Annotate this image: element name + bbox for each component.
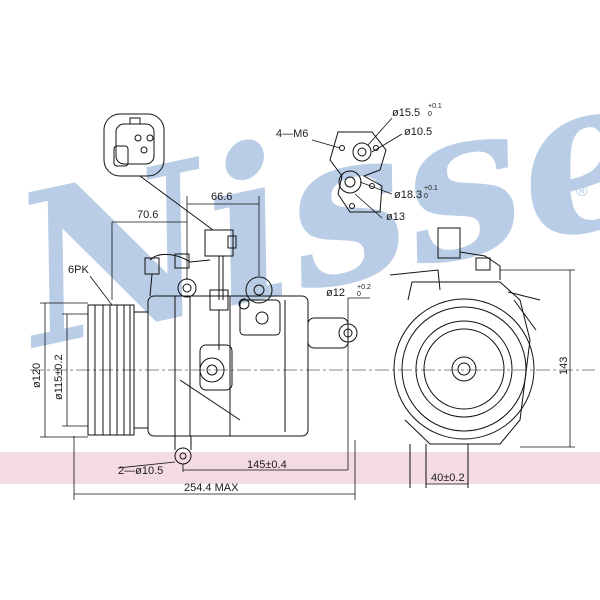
label-d15-5: ø15.5	[392, 107, 420, 119]
label-d12-tol: +0.2	[357, 284, 371, 291]
label-6pk: 6PK	[68, 264, 89, 276]
pulley	[87, 304, 149, 436]
label-143: 143	[558, 357, 570, 375]
label-4m6: 4—M6	[276, 128, 308, 140]
label-70-6: 70.6	[137, 209, 158, 221]
label-d115: ø115±0.2	[53, 354, 65, 400]
watermark-text: Nissens	[0, 0, 600, 397]
pink-band	[0, 452, 600, 484]
label-mount-holes: 2—ø10.5	[118, 465, 163, 477]
label-d18-3-tol: +0.1	[424, 185, 438, 192]
label-d18-3: ø18.3	[394, 189, 422, 201]
label-d10-5: ø10.5	[404, 126, 432, 138]
label-d12: ø12	[326, 287, 345, 299]
electrical-connector	[144, 229, 237, 350]
label-d15-5-tol0: 0	[428, 111, 432, 118]
dimension-lines-left	[40, 196, 370, 500]
connector-plug-detail	[103, 113, 214, 231]
label-d15-5-tol: +0.1	[428, 103, 442, 110]
label-d12-tol0: 0	[357, 291, 361, 298]
label-d18-3-tol0: 0	[424, 193, 428, 200]
front-view	[389, 227, 575, 488]
label-40: 40±0.2	[431, 472, 465, 484]
label-d120: ø120	[31, 363, 43, 388]
label-145: 145±0.4	[247, 459, 287, 471]
registered-mark: ®	[576, 183, 588, 200]
label-d13: ø13	[386, 211, 405, 223]
flange-detail	[311, 117, 403, 219]
label-66-6: 66.6	[211, 191, 232, 203]
label-254-4: 254.4 MAX	[184, 482, 239, 494]
compressor-body	[147, 276, 358, 465]
